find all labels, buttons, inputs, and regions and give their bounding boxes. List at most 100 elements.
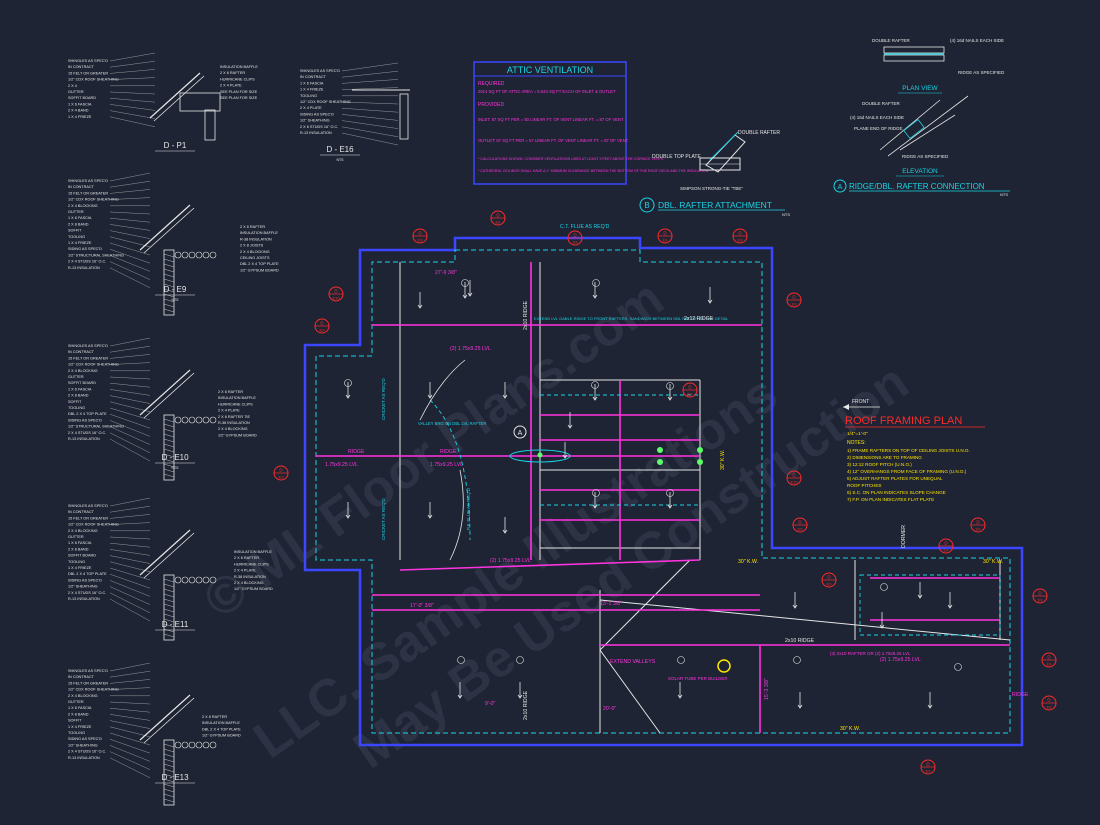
cricket-label-2: CRICKET AS REQ'D xyxy=(381,497,386,540)
section-marker: DE9 xyxy=(567,230,583,246)
rafter-line xyxy=(143,207,195,254)
detail-note: 2 X 8 BAND xyxy=(68,394,89,398)
detail-note: IN CONTRACT xyxy=(300,75,327,79)
dim-label-2: 13'-1 3/8" xyxy=(600,601,622,607)
leader-line xyxy=(341,108,399,113)
detail-note: 2 X 4 STUDS 16" O.C. xyxy=(68,260,106,264)
leader-line xyxy=(109,242,151,256)
insulation-batt xyxy=(195,251,203,259)
insulation-batt xyxy=(209,251,217,259)
insulation-batt xyxy=(188,741,196,749)
leader-line xyxy=(341,126,399,137)
section-marker-bottom: E9 xyxy=(798,527,804,532)
detail-right-note: 1/2" GYPSUM BOARD xyxy=(218,433,257,437)
section-marker-bottom: E9 xyxy=(827,582,833,587)
section-marker-bottom: E9 xyxy=(688,392,694,397)
leader-line xyxy=(109,438,151,462)
hatch-line xyxy=(163,788,175,793)
attic-req-line: 2614 SQ FT OF ATTIC AREA = 8.634 SQ FT E… xyxy=(478,89,616,94)
hatch-line xyxy=(163,743,175,748)
detail-right-note: CEILING JOISTS xyxy=(240,256,270,260)
section-marker-bottom: E9 xyxy=(320,328,326,333)
insulation-batt xyxy=(202,251,210,259)
detail-note: SHINGLES AS SPEC'D xyxy=(68,179,108,183)
dim-label-1: 17'-0" 3/8" xyxy=(410,603,434,609)
hatch-line xyxy=(163,473,175,478)
leader-line xyxy=(109,261,151,280)
leader-line xyxy=(109,110,156,119)
dim-label-4: 15'-3 3/8" xyxy=(764,678,770,700)
leader-line xyxy=(341,120,399,129)
detail-note: 1/2" CDX ROOF SHEATHING xyxy=(68,523,119,527)
section-marker-top: D xyxy=(976,520,980,525)
leader-line xyxy=(109,218,151,223)
detail-note: SIDING AS SPEC'D xyxy=(68,737,102,741)
detail-right-note: INSULATION BAFFLE xyxy=(240,231,278,235)
arrow-head xyxy=(417,304,423,309)
ridge-2x10c-label: 2x10 RIDGE xyxy=(523,690,529,720)
insulation-batt xyxy=(209,741,217,749)
detail-right-note: 2 X 6 RAFTER xyxy=(240,225,265,229)
pitch-circle xyxy=(880,583,888,591)
detail-note: R-13 INSULATION xyxy=(68,756,100,760)
pitch-circle xyxy=(516,656,524,664)
section-marker-bottom: E9 xyxy=(1047,662,1053,667)
leader-line xyxy=(109,671,151,678)
leader-line xyxy=(109,189,151,194)
dormer-label: DORMER xyxy=(901,525,907,548)
section-marker: DE9 xyxy=(792,517,808,533)
hatch-line xyxy=(163,453,175,458)
detail-right-note: 2 X 6 RAFTER xyxy=(220,71,245,75)
arrow-head xyxy=(677,694,683,699)
leader-line xyxy=(109,401,151,412)
leader-line xyxy=(109,52,156,62)
hatch-line xyxy=(163,443,175,448)
detail-right-note: 2 X 8 JOISTS xyxy=(240,244,264,248)
detail-note: 1 X 6 FASCIA xyxy=(68,102,92,106)
leader-line xyxy=(109,77,156,80)
leader-line xyxy=(109,432,151,453)
section-marker: DE9 xyxy=(786,292,802,308)
section-marker-bottom: E9 xyxy=(738,238,744,243)
detail-nts: NTS xyxy=(337,158,345,162)
detail-note: 2 X 8 BAND xyxy=(68,547,89,551)
leader-line xyxy=(109,414,151,429)
detail-note: 2 X 4 BLOCKING xyxy=(68,369,98,373)
bubble-b-text: B xyxy=(644,201,649,210)
hatch-line xyxy=(163,268,175,273)
pitch-circle xyxy=(677,656,685,664)
detail-note: 2 X 8 BAND xyxy=(68,712,89,716)
arrow-head xyxy=(917,594,923,599)
section-marker-top: D xyxy=(944,541,948,546)
detail-note: R-13 INSULATION xyxy=(68,266,100,270)
roof-slope-line xyxy=(139,529,191,576)
hatch-line xyxy=(163,423,175,428)
hatch-line xyxy=(163,783,175,788)
hatch-line xyxy=(163,763,175,768)
note-6: ROOF PITCHES xyxy=(847,483,881,488)
detail-note: 2 X 4 BLOCKING xyxy=(68,204,98,208)
detail-note: GUTTER xyxy=(68,375,84,379)
insulation-batt xyxy=(181,251,189,259)
note-3: 3) 12:12 ROOF PITCH (U.N.O.) xyxy=(847,462,912,467)
hatch-line xyxy=(163,298,175,303)
insulation-batt xyxy=(188,416,196,424)
detail-right-note: 2 X 4 BLOCKING xyxy=(218,427,248,431)
detail-note: 1/2" CDX ROOF SHEATHING xyxy=(68,688,119,692)
section-marker-top: D xyxy=(573,233,577,238)
section-marker: DE9 xyxy=(970,517,986,533)
callout-a-text: A xyxy=(518,430,523,437)
section-marker: DE9 xyxy=(1041,652,1057,668)
detail-note: 15 FELT OR GREATER xyxy=(68,191,108,195)
arrow-head xyxy=(667,504,673,509)
detail-right-note: 1/2" GYPSUM BOARD xyxy=(240,268,279,272)
double-rafter-elev: DOUBLE RAFTER xyxy=(862,101,901,106)
detail-note: GUTTER xyxy=(68,210,84,214)
leader-line xyxy=(109,549,151,556)
hatch-line xyxy=(163,598,175,603)
section-marker: DE9 xyxy=(1032,588,1048,604)
watermark: © ML Floor Plans.com May Be Used Constru… xyxy=(194,269,919,780)
